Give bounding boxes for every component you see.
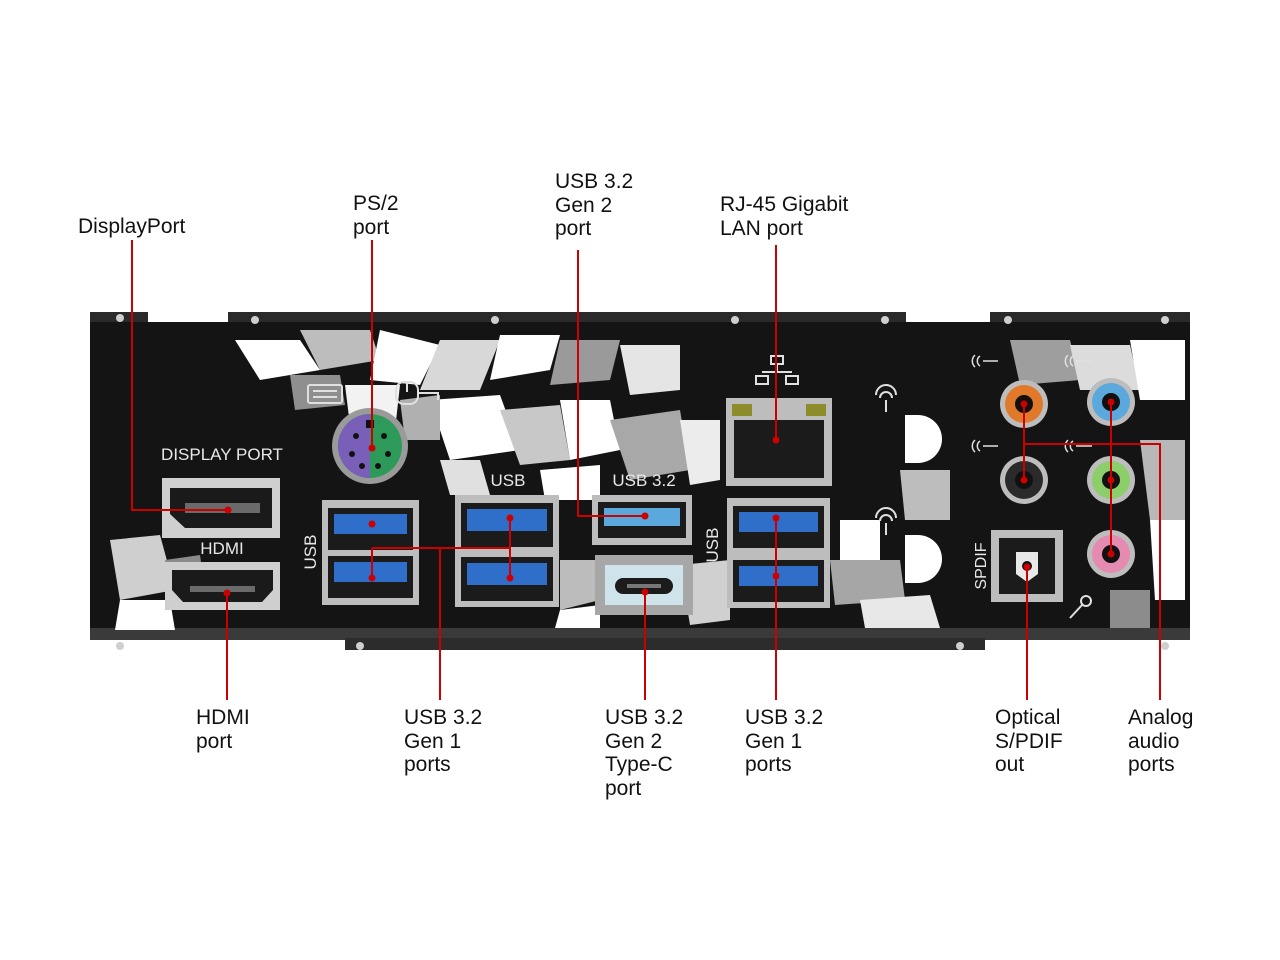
callout-analog-audio: Analog audio ports xyxy=(1128,706,1194,776)
plate-bottom-tab xyxy=(345,638,985,650)
callout-usb-gen1-left: USB 3.2 Gen 1 ports xyxy=(404,706,483,776)
usb-gen1-left-stack xyxy=(322,500,419,605)
displayport-connector xyxy=(162,478,280,538)
callout-hdmi: HDMI port xyxy=(196,706,250,753)
keyboard-icon xyxy=(307,384,343,404)
usb-gen1-middle-stack xyxy=(455,495,559,607)
audio-out-icon xyxy=(971,354,1092,453)
panel-label-display-port: DISPLAY PORT xyxy=(161,445,283,464)
mouse-icon xyxy=(395,381,439,405)
callout-spdif-out: Optical S/PDIF out xyxy=(995,706,1063,776)
panel-label-usb-top: USB xyxy=(491,471,526,490)
panel-label-usb-left: USB xyxy=(301,535,320,570)
panel-label-usb-vertical: USB xyxy=(703,528,722,563)
panel-label-usb32: USB 3.2 xyxy=(612,471,675,490)
callout-usb-typec: USB 3.2 Gen 2 Type-C port xyxy=(605,706,684,800)
plate-bottom-lip xyxy=(90,628,1190,640)
microphone-icon xyxy=(1069,595,1092,619)
callout-displayport: DisplayPort xyxy=(78,215,186,238)
rj45-lan-port xyxy=(726,398,832,486)
wifi-antenna-icon xyxy=(875,384,897,535)
plate-screws xyxy=(116,314,1169,650)
panel-label-spdif: SPDIF xyxy=(973,542,990,589)
callout-dots xyxy=(223,398,1115,597)
panel-label-hdmi: HDMI xyxy=(200,539,243,558)
antenna-holes xyxy=(905,415,942,583)
callout-ps2: PS/2 port xyxy=(353,192,399,239)
callout-rj45: RJ-45 Gigabit LAN port xyxy=(720,193,849,240)
usb-gen1-right-stack xyxy=(727,498,830,608)
hdmi-connector xyxy=(165,562,280,610)
callout-usb-gen2: USB 3.2 Gen 2 port xyxy=(555,170,634,240)
camo-pattern xyxy=(110,330,1185,630)
callout-usb-gen1-right: USB 3.2 Gen 1 ports xyxy=(745,706,824,776)
usb-gen2-port xyxy=(592,495,692,545)
